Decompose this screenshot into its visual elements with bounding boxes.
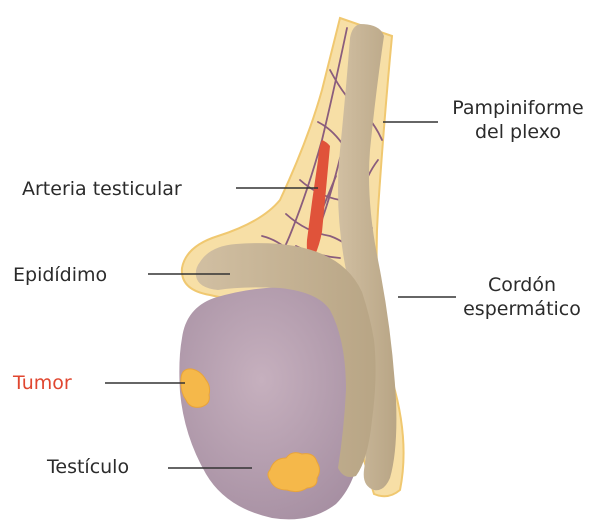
label-tumor: Tumor — [13, 371, 72, 395]
label-cordon-line1: Cordón — [437, 273, 606, 297]
label-pampiniforme: Pampiniforme del plexo — [438, 96, 598, 144]
label-pampiniforme-line1: Pampiniforme — [438, 96, 598, 120]
label-cordon-espermatico: Cordón espermático — [437, 273, 606, 321]
label-arteria-testicular: Arteria testicular — [22, 177, 182, 201]
label-cordon-line2: espermático — [437, 297, 606, 321]
label-testiculo: Testículo — [47, 455, 129, 479]
label-epididimo: Epidídimo — [13, 263, 107, 287]
label-pampiniforme-line2: del plexo — [438, 120, 598, 144]
